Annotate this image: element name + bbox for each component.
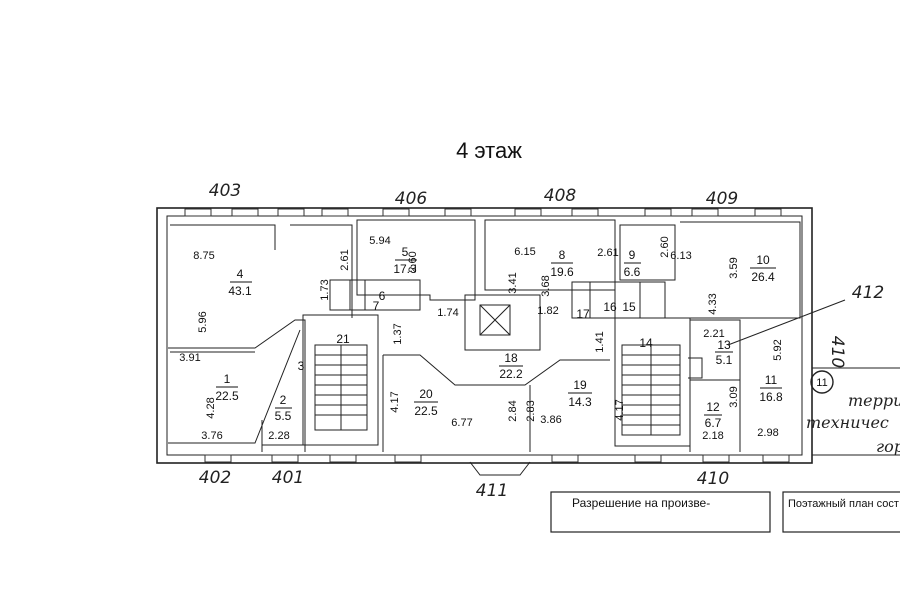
dim-label: 2.84	[507, 400, 519, 421]
room-4-area: 43.1	[228, 284, 252, 298]
dim-label: 2.61	[597, 247, 618, 259]
room-8-number: 8	[559, 248, 566, 262]
side-note: 11 терри техничес гор	[806, 367, 900, 456]
dim-label: 4.17	[389, 391, 401, 412]
dim-label: 3.09	[728, 386, 740, 407]
dim-label: 3.41	[507, 272, 519, 293]
dim-label: 3.86	[540, 414, 561, 426]
dim-label: 2.98	[757, 427, 778, 439]
room-20-area: 22.5	[414, 404, 438, 418]
dimension-labels: 8.75 5.96 1.73 2.61 5.94 2.60 1.74 1.37 …	[179, 235, 784, 442]
room-13-area: 5.1	[716, 353, 733, 367]
handwritten-408: 408	[544, 186, 577, 206]
dim-label: 2.21	[703, 328, 724, 340]
room-18-number: 18	[504, 351, 518, 365]
handwritten-410-side: 410	[827, 336, 847, 368]
side-note-line: техничес	[806, 413, 889, 432]
interior-walls	[168, 219, 801, 476]
dim-label: 2.61	[339, 249, 351, 270]
room-18-area: 22.2	[499, 367, 523, 381]
dim-label: 1.74	[437, 307, 458, 319]
handwritten-403: 403	[209, 181, 241, 201]
room-11-number: 11	[765, 373, 778, 387]
room-20-number: 20	[419, 387, 433, 401]
windows	[184, 208, 790, 463]
room-19-area: 14.3	[568, 395, 592, 409]
room-5-area: 17.3	[393, 262, 417, 276]
room-6-number: 6	[379, 289, 386, 303]
room-1-number: 1	[224, 372, 231, 386]
room-21-number: 21	[336, 332, 350, 346]
dim-label: 3.59	[728, 257, 740, 278]
circled-number: 11	[816, 377, 827, 389]
dim-label: 3.91	[179, 352, 200, 364]
room-2-area: 5.5	[275, 409, 292, 423]
room-10-area: 26.4	[751, 270, 775, 284]
handwritten-412: 412	[852, 283, 884, 303]
room-9-area: 6.6	[624, 265, 641, 279]
dim-label: 1.73	[319, 279, 331, 300]
handwritten-410: 410	[697, 469, 729, 489]
dim-label: 4.28	[205, 397, 217, 418]
handwritten-401: 401	[272, 468, 304, 488]
dim-label: 1.82	[537, 305, 558, 317]
stamp-boxes: Разрешение на произве- Поэтажный план со…	[550, 491, 900, 533]
room-labels: 4 43.1 5 17.3 6 7 21 1 22.5 2 5.5 3 20 2…	[215, 245, 783, 430]
dim-label: 6.15	[514, 246, 535, 258]
room-7-number: 7	[373, 299, 380, 313]
dim-label: 4.33	[707, 293, 719, 314]
room-2-number: 2	[280, 393, 287, 407]
room-12-number: 12	[706, 400, 720, 414]
room-9-number: 9	[629, 248, 636, 262]
dim-label: 5.92	[772, 339, 784, 360]
floor-title: 4 этаж	[456, 138, 522, 163]
room-14-number: 14	[639, 336, 653, 350]
room-10-number: 10	[756, 253, 770, 267]
room-19-number: 19	[573, 378, 587, 392]
floorplan-box-text: Поэтажный план сост	[788, 498, 899, 510]
handwritten-411: 411	[476, 481, 508, 501]
dim-label: 2.18	[702, 430, 723, 442]
dim-label: 1.37	[392, 323, 404, 344]
dim-label: 2.60	[659, 236, 671, 257]
room-16-number: 16	[603, 300, 617, 314]
side-note-line: гор	[876, 437, 900, 456]
dim-label: 2.83	[525, 400, 537, 421]
room-17-number: 17	[576, 307, 590, 321]
dim-label: 6.13	[670, 250, 691, 262]
permit-box-text: Разрешение на произве-	[572, 496, 710, 510]
dim-label: 4.17	[614, 399, 626, 420]
handwritten-402: 402	[199, 468, 231, 488]
room-4-number: 4	[237, 267, 244, 281]
dim-label: 6.77	[451, 417, 472, 429]
dim-label: 2.60	[407, 251, 419, 272]
room-12-area: 6.7	[705, 416, 722, 430]
room-13-number: 13	[717, 338, 731, 352]
outer-walls	[156, 207, 813, 464]
dim-label: 5.96	[197, 311, 209, 332]
dim-label: 5.94	[369, 235, 390, 247]
room-8-area: 19.6	[550, 265, 574, 279]
dim-label: 8.75	[193, 250, 214, 262]
room-5-number: 5	[402, 245, 409, 259]
dim-label: 3.76	[201, 430, 222, 442]
room-3-number: 3	[298, 359, 305, 373]
handwritten-labels: 403 406 408 409 402 401 411 410 412 410	[199, 181, 884, 501]
room-11-area: 16.8	[759, 390, 783, 404]
dim-label: 2.28	[268, 430, 289, 442]
dim-label: 3.68	[540, 275, 552, 296]
dim-label: 1.41	[594, 331, 606, 352]
room-1-area: 22.5	[215, 389, 239, 403]
side-note-line: терри	[848, 391, 900, 410]
room-15-number: 15	[622, 300, 636, 314]
handwritten-406: 406	[395, 189, 428, 209]
handwritten-409: 409	[706, 189, 738, 209]
